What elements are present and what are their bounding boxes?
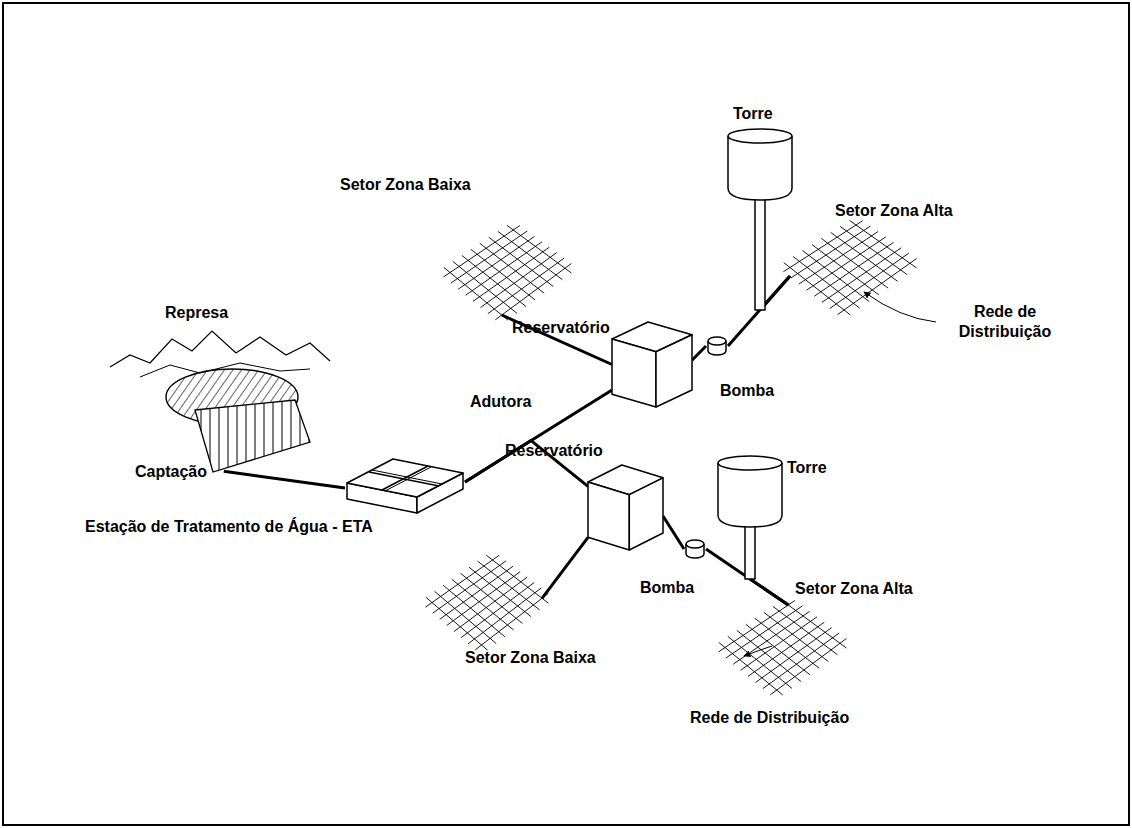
node-label: Setor Zona Alta <box>795 579 913 598</box>
node-label: Bomba <box>720 381 774 400</box>
node-label: Estação de Tratamento de Água - ETA <box>85 517 373 536</box>
frame <box>3 3 1129 825</box>
pump-symbol: Bomba <box>706 335 728 357</box>
reservoir-box: Reservatório <box>612 322 692 407</box>
node-label: Reservatório <box>505 441 603 460</box>
node-label: Setor Zona Baixa <box>465 648 596 667</box>
reservoir-box-shape <box>612 322 692 407</box>
node-label: Torre <box>733 104 773 123</box>
distribution-grid-shape <box>450 230 565 315</box>
water-tower-shape <box>725 128 795 310</box>
distribution-grid: Setor Zona Alta <box>790 225 910 310</box>
node-label: Reservatório <box>512 318 610 337</box>
water-tower: Torre <box>715 455 785 579</box>
callout-label: Rede de Distribuição <box>930 302 1080 342</box>
pipe-line <box>542 537 588 598</box>
node-label: Torre <box>787 458 827 477</box>
leader-line <box>864 292 936 322</box>
distribution-grid-shape <box>432 560 542 645</box>
pipe-line <box>663 516 684 549</box>
node-label: Captação <box>135 462 207 481</box>
pipe-line <box>692 346 706 360</box>
treatment-plant-shape <box>345 455 465 515</box>
pipe-line <box>224 471 345 488</box>
node-label: Represa <box>165 303 228 322</box>
distribution-grid-shape <box>725 605 840 690</box>
distribution-grid: Setor Zona Baixa <box>432 560 542 645</box>
pump-symbol-shape <box>706 335 728 357</box>
reservoir-box: Reservatório <box>588 465 663 550</box>
pipe-line <box>502 315 612 365</box>
node-label: Setor Zona Baixa <box>340 175 471 194</box>
intake-structure: Captação <box>195 400 310 475</box>
pump-symbol-shape <box>684 538 706 560</box>
distribution-grid: Setor Zona Alta <box>725 605 840 690</box>
distribution-grid-shape <box>790 225 910 310</box>
distribution-grid: Setor Zona Baixa <box>450 230 565 315</box>
node-label: Setor Zona Alta <box>835 201 953 220</box>
pump-symbol: Bomba <box>684 538 706 560</box>
edge-label: Adutora <box>468 392 533 411</box>
node-label: Bomba <box>640 578 694 597</box>
callout-label: Rede de Distribuição <box>690 708 890 728</box>
water-tower: Torre <box>725 128 795 310</box>
intake-structure-shape <box>195 400 310 475</box>
reservoir-box-shape <box>588 465 663 550</box>
treatment-plant: Estação de Tratamento de Água - ETA <box>345 455 465 515</box>
water-tower-shape <box>715 455 785 579</box>
